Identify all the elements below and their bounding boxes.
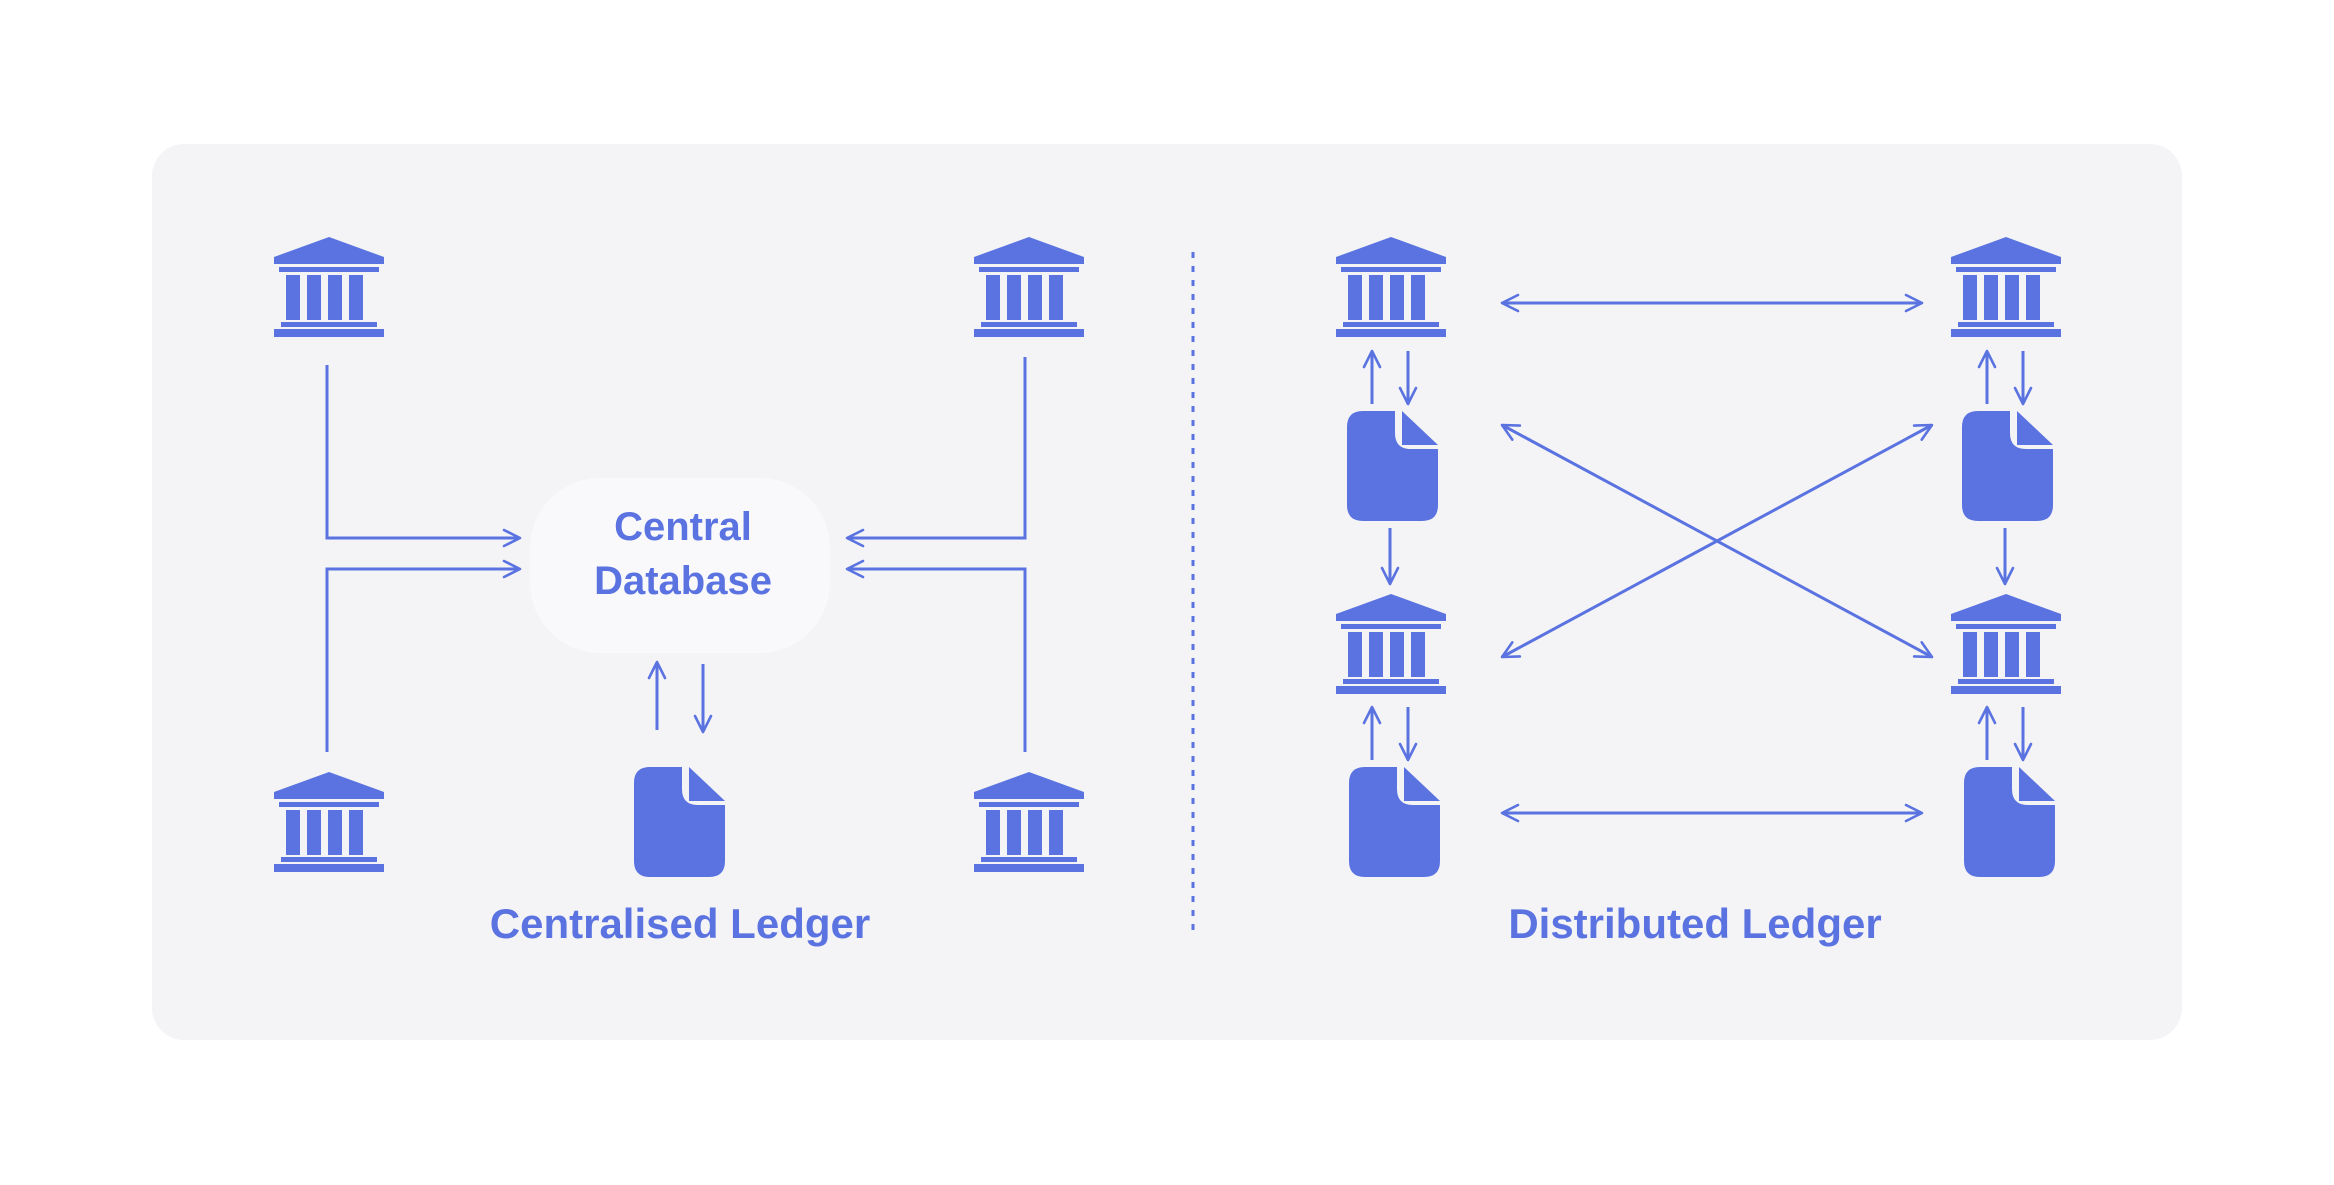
bank-icon [1951, 237, 2061, 337]
database-highlight [530, 478, 830, 653]
central-database-label: Central Database [533, 500, 833, 608]
connector-arrow [845, 559, 1027, 752]
centralised-ledger-caption: Centralised Ledger [489, 900, 871, 947]
bank-icon [274, 237, 384, 337]
document-icon [1349, 767, 1440, 877]
central-database-line1: Central [614, 505, 752, 549]
document-icon [634, 767, 725, 877]
bank-icon [974, 772, 1084, 872]
bank-icon [1336, 237, 1446, 337]
distributed-ledger-caption: Distributed Ledger [1508, 900, 1882, 947]
connector-arrow [325, 559, 522, 752]
bank-icon [1951, 594, 2061, 694]
two-way-arrow [1500, 423, 1934, 659]
bank-icon [974, 237, 1084, 337]
connector-arrow [845, 357, 1027, 548]
bank-icon [1336, 594, 1446, 694]
document-icon [1347, 411, 1438, 521]
document-icon [1962, 411, 2053, 521]
document-icon [1964, 767, 2055, 877]
central-database-line2: Database [594, 559, 772, 603]
bank-icon [274, 772, 384, 872]
connector-arrow [325, 365, 522, 548]
